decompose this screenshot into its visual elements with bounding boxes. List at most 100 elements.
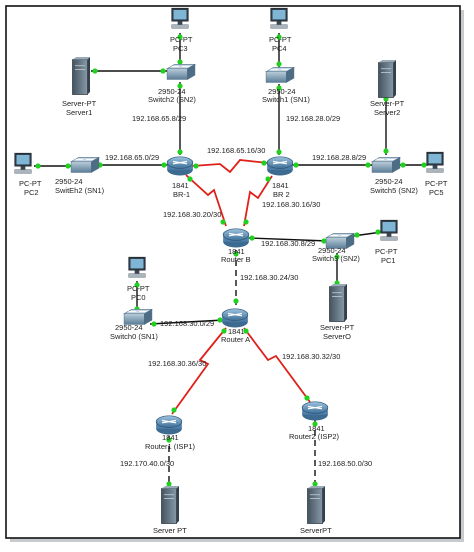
server-isp2-device[interactable]: ServerPT xyxy=(300,486,332,535)
device-name-label: Router1 (ISP1) xyxy=(145,442,196,451)
router-br1-device[interactable]: 1841 BR-1 xyxy=(166,156,194,199)
server1-device[interactable]: Server-PT Server1 xyxy=(62,57,97,117)
serial-br2-routerb xyxy=(243,175,273,227)
switch-icon xyxy=(166,64,196,80)
pc-icon xyxy=(171,7,189,29)
link-label-br2-sw5: 192.168.28.8/29 xyxy=(312,153,366,162)
router-icon xyxy=(222,228,250,249)
device-type-label: PC-PT xyxy=(375,247,398,256)
router-icon xyxy=(266,156,294,177)
link-label-router2-server: 192.168.50.0/30 xyxy=(318,459,372,468)
link-label-br1-br2: 192.168.65.16/30 xyxy=(207,146,265,155)
device-name-label: PC5 xyxy=(429,188,444,197)
link-label-routerb-sw3: 192.168.30.8/29 xyxy=(261,239,315,248)
switch2-device[interactable]: 2950-24 Switch2 (SN2) xyxy=(148,64,196,104)
pc5-device[interactable]: PC-PT PC5 xyxy=(425,151,448,197)
link-label-router1-server: 192.170.40.0/30 xyxy=(120,459,174,468)
device-name-label: Switch0 (SN1) xyxy=(110,332,158,341)
switch0-device[interactable]: 2950-24 Switch0 (SN1) xyxy=(110,309,158,341)
device-type-label: 1841 xyxy=(172,181,189,190)
pc3-device[interactable]: PC-PT PC3 xyxy=(170,7,193,53)
device-name-label: Server PT xyxy=(153,526,187,535)
link-label-br2-routerb: 192.168.30.16/30 xyxy=(262,200,320,209)
link-label-sw2-br1: 192.168.65.8/29 xyxy=(132,114,186,123)
device-type-label: 1841 xyxy=(272,181,289,190)
router1-isp1-device[interactable]: 1841 Router1 (ISP1) xyxy=(145,415,196,451)
link-label-routera-router2: 192.168.30.32/30 xyxy=(282,352,340,361)
serial-br1-br2 xyxy=(191,159,269,174)
link-label-sw0-routera: 192.168.30.0/29 xyxy=(160,319,214,328)
link-label-routera-router1: 192.168.30.36/30 xyxy=(148,359,206,368)
device-name-label: Switch5 (SN2) xyxy=(370,186,418,195)
server-icon xyxy=(328,284,348,323)
device-type-label: 2950-24 xyxy=(268,87,296,96)
server-icon xyxy=(377,60,397,99)
device-name-label: Server2 xyxy=(374,108,400,117)
link-label-br1-routerb: 192.168.30.20/30 xyxy=(163,210,221,219)
device-name-label: SwitEh2 (SN1) xyxy=(55,186,105,195)
device-name-label: ServerO xyxy=(323,332,351,341)
switch3-device[interactable]: 2950-24 Switch3 (SN2) xyxy=(312,233,360,263)
router-icon xyxy=(166,156,194,177)
pc-icon xyxy=(270,7,288,29)
device-name-label: PC4 xyxy=(272,44,287,53)
router-icon xyxy=(221,308,249,329)
serial-br1-routerb xyxy=(185,174,227,227)
device-type-label: PC-PT xyxy=(425,179,448,188)
device-name-label: Switch3 (SN2) xyxy=(312,254,360,263)
router2-isp2-device[interactable]: 1841 Router2 (ISP2) xyxy=(289,401,340,441)
pc2-device[interactable]: PC-PT PC2 xyxy=(14,152,42,197)
device-name-label: PC0 xyxy=(131,293,146,302)
server-icon xyxy=(160,486,180,525)
server-isp1-device[interactable]: Server PT xyxy=(153,486,187,535)
device-type-label: 2950-24 xyxy=(158,87,186,96)
device-name-label: PC2 xyxy=(24,188,39,197)
servero-device[interactable]: Server-PT ServerO xyxy=(320,284,355,341)
server-icon xyxy=(71,57,91,96)
switeh2-device[interactable]: 2950-24 SwitEh2 (SN1) xyxy=(55,157,105,195)
device-type-label: PC-PT xyxy=(269,35,292,44)
device-type-label: PC-PT xyxy=(19,179,42,188)
device-name-label: Server1 xyxy=(66,108,92,117)
device-name-label: BR 2 xyxy=(273,190,290,199)
device-type-label: 1841 xyxy=(308,424,325,433)
switch1-device[interactable]: 2950-24 Switch1 (SN1) xyxy=(262,67,310,104)
switch5-device[interactable]: 2950-24 Switch5 (SN2) xyxy=(370,157,418,195)
switch-icon xyxy=(371,157,401,173)
router-icon xyxy=(301,401,329,422)
server-icon xyxy=(306,486,326,525)
pc-icon xyxy=(380,219,398,241)
device-type-label: 2950-24 xyxy=(375,177,403,186)
device-type-label: 2950-24 xyxy=(115,323,143,332)
router-b-device[interactable]: 1841 Router B xyxy=(221,228,251,264)
switch-icon xyxy=(70,157,100,173)
server2-device[interactable]: Server-PT Server2 xyxy=(370,60,405,117)
port-indicators xyxy=(35,34,427,487)
device-name-label: Router2 (ISP2) xyxy=(289,432,340,441)
device-name-label: Router B xyxy=(221,255,251,264)
device-type-label: 1841 xyxy=(228,247,245,256)
link-routerb-switch3 xyxy=(247,237,329,242)
device-name-label: PC3 xyxy=(173,44,188,53)
device-type-label: 1841 xyxy=(228,327,245,336)
device-type-label: Server-PT xyxy=(320,323,355,332)
device-name-label: PC1 xyxy=(381,256,396,265)
device-type-label: PC-PT xyxy=(127,284,150,293)
pc-icon xyxy=(426,151,444,173)
router-icon xyxy=(155,415,183,436)
pc-icon xyxy=(14,152,32,174)
link-label-routerb-routera: 192.168.30.24/30 xyxy=(240,273,298,282)
router-br2-device[interactable]: 1841 BR 2 xyxy=(266,156,294,199)
device-name-label: ServerPT xyxy=(300,526,332,535)
router-a-device[interactable]: 1841 Router A xyxy=(221,308,250,344)
pc-icon xyxy=(128,256,146,278)
link-label-sweb2-br1: 192.168.65.0/29 xyxy=(105,153,159,162)
pc4-device[interactable]: PC-PT PC4 xyxy=(269,7,292,53)
pc0-device[interactable]: PC-PT PC0 xyxy=(127,256,150,302)
device-type-label: 2950-24 xyxy=(55,177,83,186)
device-name-label: Switch2 (SN2) xyxy=(148,95,196,104)
device-type-label: 2950-24 xyxy=(318,246,346,255)
serial-routera-router2 xyxy=(243,327,311,403)
pc1-device[interactable]: PC-PT PC1 xyxy=(375,219,398,265)
